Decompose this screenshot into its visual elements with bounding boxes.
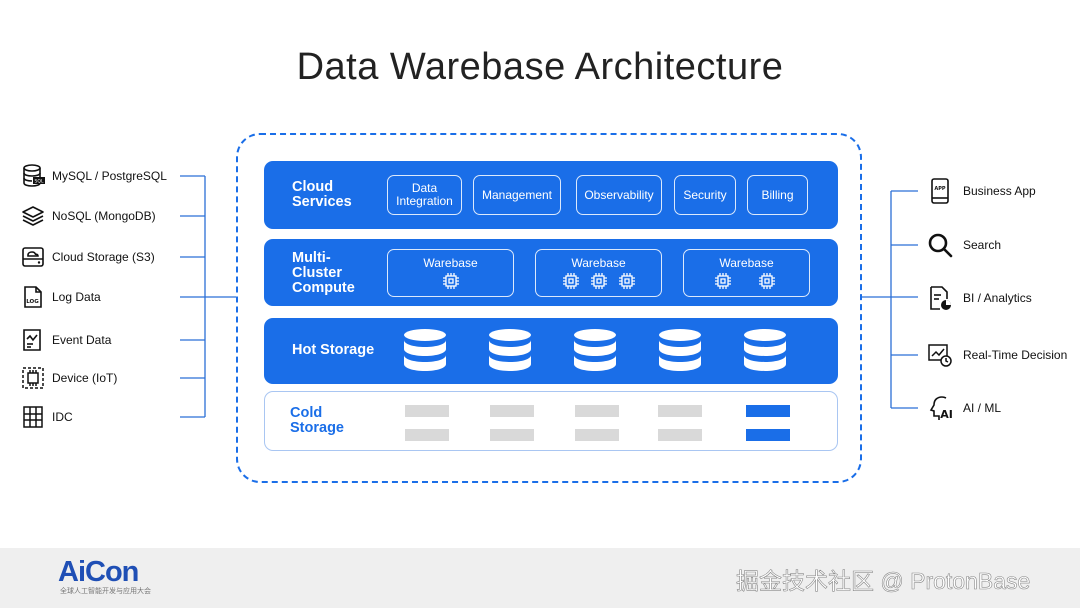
svg-text:SQL: SQL [35,179,44,185]
analytics-report-icon [930,286,951,310]
cloud-drive-icon [22,247,44,267]
ai-head-icon: AI [929,396,953,421]
layer-cloud-services: Cloud Services Data Integration Manageme… [264,161,838,229]
cold-block-highlight [746,405,790,417]
service-data-integration: Data Integration [387,175,462,215]
cpu-chip-icon [715,273,731,289]
output-label: Business App [963,184,1036,198]
source-label: Device (IoT) [52,371,118,385]
svg-text:LOG: LOG [26,299,39,305]
svg-text:APP: APP [934,186,946,192]
cold-block [405,429,449,441]
footer-bar [0,548,1080,608]
iot-chip-icon [22,367,44,389]
output-bi-analytics: BI / Analytics [926,284,1032,312]
output-label: BI / Analytics [963,291,1032,305]
cold-block-highlight [746,429,790,441]
source-idc: IDC [20,404,73,430]
service-billing: Billing [747,175,808,215]
cpu-chip-icon [591,273,607,289]
cold-block [490,405,534,417]
database-icon [659,329,701,371]
source-cloud-storage: Cloud Storage (S3) [20,244,155,270]
cpu-chip-icon [563,273,579,289]
diagram-title: Data Warebase Architecture [296,46,784,88]
warebase-frame [236,133,862,483]
cpu-chip-icon [619,273,635,289]
layers-icon [22,206,44,226]
svg-text:AI: AI [940,408,953,421]
cold-block [658,429,702,441]
event-chart-icon [23,329,41,351]
aicon-logo: AiCon [58,556,139,588]
cold-block [575,429,619,441]
cpu-chip-icon [759,273,775,289]
service-security: Security [674,175,736,215]
server-rack-icon [23,406,43,428]
source-label: Log Data [52,290,101,304]
database-sql-icon: SQL [23,164,45,187]
database-icon [404,329,446,371]
log-file-icon: LOG [24,286,42,308]
output-label: Real-Time Decision [963,348,1068,362]
source-mysql-postgresql: SQL MySQL / PostgreSQL [20,163,167,189]
warebase-cluster-3: Warebase [683,249,810,297]
cold-block [405,405,449,417]
source-label: Cloud Storage (S3) [52,250,155,264]
cluster-label: Warebase [571,256,626,270]
output-ai-ml: AI AI / ML [926,394,1001,422]
output-label: AI / ML [963,401,1002,415]
cold-block [658,405,702,417]
output-search: Search [926,231,1001,259]
warebase-cluster-1: Warebase [387,249,514,297]
layer-title: Multi- Cluster Compute [292,250,355,296]
layer-compute: Multi- Cluster Compute Warebase Warebase… [264,239,838,306]
output-label: Search [963,238,1002,252]
layer-title: Cold Storage [290,405,344,436]
source-label: Event Data [52,333,112,347]
cold-block [575,405,619,417]
watermark-text: 掘金技术社区 @ ProtonBase [736,568,1031,595]
aicon-subtitle: 全球人工智能开发与应用大会 [60,588,151,595]
cpu-chip-icon [443,273,459,289]
layer-hot-storage: Hot Storage [264,318,838,384]
source-event-data: Event Data [20,327,111,353]
cluster-label: Warebase [423,256,478,270]
output-real-time-decision: Real-Time Decision [926,341,1067,369]
service-observability: Observability [576,175,662,215]
cluster-label: Warebase [719,256,774,270]
layer-title: Cloud Services [292,179,352,210]
database-icon [744,329,786,371]
output-business-app: APP Business App [926,177,1036,205]
database-icon [574,329,616,371]
service-management: Management [473,175,561,215]
source-label: NoSQL (MongoDB) [52,209,156,223]
layer-cold-storage: Cold Storage [264,391,838,451]
cold-block [490,429,534,441]
source-log-data: LOG Log Data [20,284,101,310]
source-nosql: NoSQL (MongoDB) [20,203,156,229]
realtime-chart-icon [928,344,952,367]
database-icon [489,329,531,371]
search-icon [928,233,953,258]
source-label: IDC [52,410,73,424]
source-device-iot: Device (IoT) [20,365,117,391]
source-label: MySQL / PostgreSQL [52,169,167,183]
warebase-cluster-2: Warebase [535,249,662,297]
app-phone-icon: APP [931,178,949,204]
layer-title: Hot Storage [292,342,375,358]
